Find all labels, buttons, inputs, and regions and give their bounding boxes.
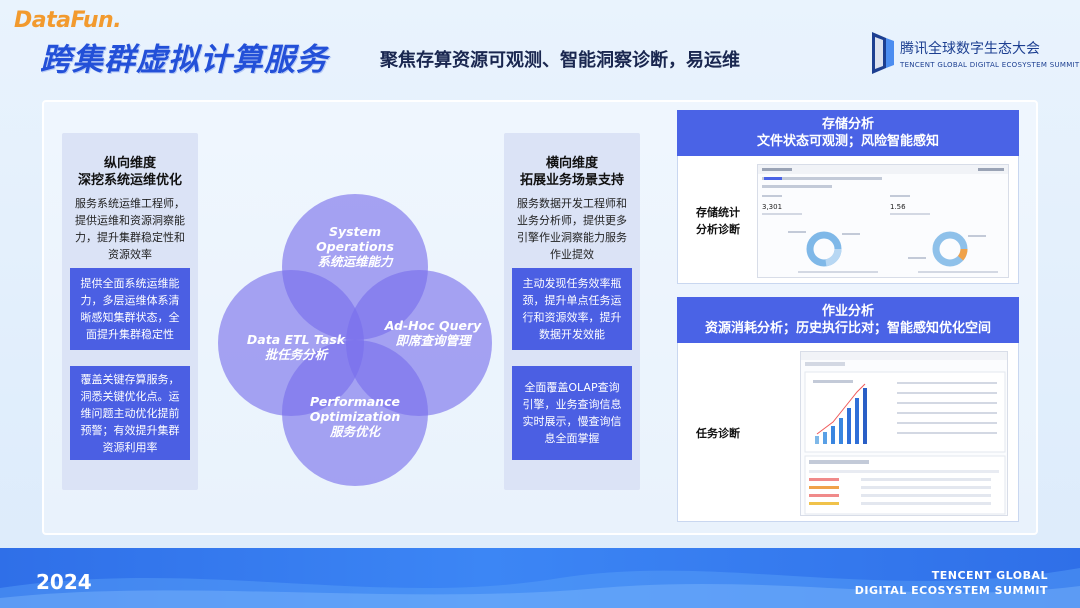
tencent-summit-brand: 腾讯全球数字生态大会 TENCENT GLOBAL DIGITAL ECOSYS… — [872, 32, 1080, 74]
storage-stat-1: 3,301 — [762, 203, 782, 211]
box-line: 提供全面系统运维能 — [80, 277, 180, 290]
vertical-desc-line: 力，提升集群稳定性和 — [75, 231, 185, 244]
box-line: 主动发现任务效率瓶 — [522, 277, 622, 290]
footer-year: 2024 — [36, 570, 92, 594]
job-dashboard-thumbnail — [801, 352, 1007, 515]
vertical-feature-box-2: 覆盖关键存算服务， 洞悉关键优化点。运 维问题主动优化提前 预警；有效提升集群 … — [70, 366, 190, 460]
brand-name-en: TENCENT GLOBAL DIGITAL ECOSYSTEM SUMMIT — [900, 60, 1080, 69]
venn-text: Performance — [310, 394, 400, 409]
storage-analysis-header: 存储分析 文件状态可观测；风险智能感知 — [677, 110, 1019, 156]
venn-text: System — [328, 224, 382, 239]
horizontal-desc-line: 引擎作业洞察能力服务 — [517, 231, 627, 244]
box-line: 资源利用率 — [102, 440, 158, 454]
task-diagnosis-label: 任务诊断 — [696, 427, 740, 440]
box-line: 息全面掌握 — [544, 432, 600, 445]
venn-text: Data ETL Task — [246, 332, 346, 347]
storage-dashboard-thumbnail: 3,301 1.56 — [758, 165, 1008, 273]
box-line: 颈，提升单点任务运 — [522, 294, 622, 307]
footer-en-line: TENCENT GLOBAL — [931, 569, 1048, 582]
venn-circle-performance — [282, 340, 428, 486]
vertical-feature-box-1: 提供全面系统运维能 力，多层运维体系清 晰感知集群状态，全 面提升集群稳定性 — [70, 268, 190, 350]
horizontal-feature-box-2: 全面覆盖OLAP查询 引擎，业务查询信息 实时展示，慢查询信 息全面掌握 — [512, 366, 632, 460]
vertical-head-1: 纵向维度 — [103, 156, 156, 171]
box-line: 维问题主动优化提前 — [80, 406, 180, 420]
box-line: 面提升集群稳定性 — [86, 328, 174, 341]
box-line: 洞悉关键优化点。运 — [80, 389, 180, 403]
vertical-desc-line: 服务系统运维工程师， — [75, 197, 185, 210]
storage-dashboard-screenshot: 3,301 1.56 — [757, 164, 1009, 278]
vertical-desc-line: 资源效率 — [108, 248, 152, 261]
label-line: 分析诊断 — [696, 223, 740, 236]
venn-text: Operations — [316, 239, 394, 254]
venn-text: Optimization — [309, 409, 401, 424]
horizontal-desc-line: 业务分析师，提供更多 — [517, 214, 627, 227]
horizontal-desc-line: 作业提效 — [550, 248, 594, 261]
brand-name-cn: 腾讯全球数字生态大会 — [900, 40, 1040, 57]
summit-logo-icon — [872, 32, 894, 74]
label-line: 存储统计 — [696, 206, 740, 219]
capability-venn-diagram: System Operations 系统运维能力 Data ETL Task 批… — [218, 190, 508, 486]
vertical-head-2: 深挖系统运维优化 — [77, 173, 182, 188]
box-line: 引擎，业务查询信息 — [522, 398, 622, 411]
page-subtitle: 聚焦存算资源可观测、智能洞察诊断，易运维 — [380, 50, 740, 71]
horizontal-head-1: 横向维度 — [545, 156, 598, 171]
box-line: 晰感知集群状态，全 — [80, 311, 180, 324]
box-line: 实时展示，慢查询信 — [522, 415, 622, 428]
horizontal-head-2: 拓展业务场景支持 — [519, 173, 624, 188]
storage-head-desc: 文件状态可观测；风险智能感知 — [756, 134, 939, 149]
footer-brand-en: TENCENT GLOBAL DIGITAL ECOSYSTEM SUMMIT — [855, 568, 1048, 598]
box-line: 行和资源效率，提升 — [522, 311, 622, 324]
venn-text: 即席查询管理 — [395, 333, 471, 348]
box-line: 预警；有效提升集群 — [80, 423, 180, 437]
venn-text: 批任务分析 — [264, 347, 328, 362]
storage-head-title: 存储分析 — [821, 117, 874, 132]
footer-wave-decoration — [0, 568, 1080, 608]
venn-text: 服务优化 — [329, 424, 380, 439]
vertical-desc-line: 提供运维和资源洞察能 — [75, 214, 185, 227]
box-line: 力，多层运维体系清 — [80, 294, 180, 307]
job-dashboard-screenshot — [800, 351, 1008, 516]
footer-en-line: DIGITAL ECOSYSTEM SUMMIT — [854, 584, 1048, 597]
page-title: 跨集群虚拟计算服务 — [40, 42, 328, 78]
horizontal-feature-box-1: 主动发现任务效率瓶 颈，提升单点任务运 行和资源效率，提升 数据开发效能 — [512, 268, 632, 350]
venn-label-adhoc: Ad-Hoc Query 即席查询管理 — [368, 318, 498, 348]
venn-text: Ad-Hoc Query — [384, 318, 482, 333]
job-analysis-header: 作业分析 资源消耗分析；历史执行比对；智能感知优化空间 — [677, 297, 1019, 343]
box-line: 数据开发效能 — [539, 328, 605, 341]
datafun-logo: DataFun. — [14, 8, 122, 33]
horizontal-desc-line: 服务数据开发工程师和 — [517, 197, 627, 210]
footer-bar: 2024 TENCENT GLOBAL DIGITAL ECOSYSTEM SU… — [0, 548, 1080, 608]
venn-text: 系统运维能力 — [317, 254, 393, 269]
venn-label-performance: Performance Optimization 服务优化 — [292, 394, 418, 439]
box-line: 覆盖关键存算服务， — [80, 372, 180, 386]
job-head-desc: 资源消耗分析；历史执行比对；智能感知优化空间 — [704, 321, 991, 336]
job-head-title: 作业分析 — [821, 304, 874, 319]
storage-stats-label: 存储统计 分析诊断 — [684, 204, 752, 238]
box-line: 全面覆盖OLAP查询 — [524, 381, 620, 394]
venn-label-system-ops: System Operations 系统运维能力 — [292, 224, 418, 269]
venn-label-etl: Data ETL Task 批任务分析 — [236, 332, 356, 362]
storage-stat-2: 1.56 — [890, 203, 906, 211]
